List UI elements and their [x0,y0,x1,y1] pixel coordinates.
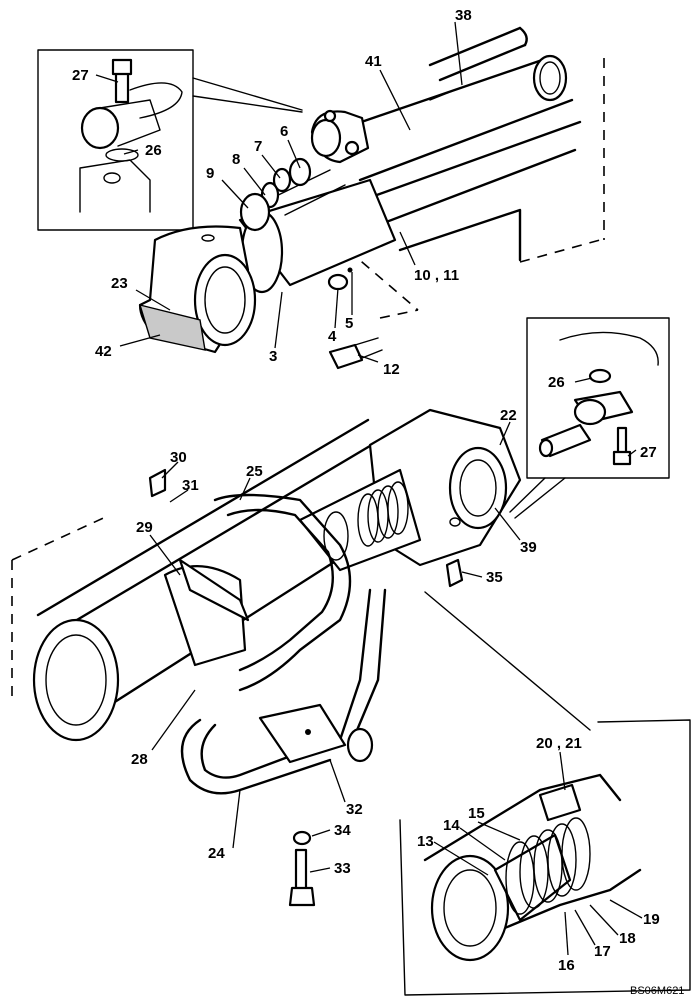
label-part-25: 25 [246,463,263,480]
label-part-27-right: 27 [640,444,657,461]
label-part-32: 32 [346,801,363,818]
label-part-26-top: 26 [145,142,162,159]
label-part-30: 30 [170,449,187,466]
label-part-16: 16 [558,957,575,974]
inset-box-clamp [37,49,194,231]
label-part-17: 17 [594,943,611,960]
label-part-28: 28 [131,751,148,768]
label-part-3: 3 [269,348,277,365]
drawing-reference-code: BS06M621 [630,985,684,997]
label-part-33: 33 [334,860,351,877]
label-part-34: 34 [334,822,351,839]
label-part-24: 24 [208,845,225,862]
label-part-18: 18 [619,930,636,947]
piston-detail-inset [399,719,691,996]
label-part-4: 4 [328,328,337,345]
main-cylinder-assembly [11,408,591,907]
label-part-29: 29 [136,519,153,536]
label-part-41: 41 [365,53,382,70]
label-part-20-21: 20 , 21 [536,735,582,752]
label-part-14: 14 [443,817,460,834]
label-part-42: 42 [95,343,112,360]
label-part-31: 31 [182,477,199,494]
label-part-12: 12 [383,361,400,378]
inset-box-right [526,317,670,479]
label-part-8: 8 [232,151,240,168]
right-inset-clamp [509,317,670,519]
label-part-23: 23 [111,275,128,292]
label-part-6: 6 [280,123,288,140]
label-part-7: 7 [254,138,262,155]
label-part-10-11: 10 , 11 [414,267,459,284]
label-part-22: 22 [500,407,517,424]
label-part-5: 5 [345,315,353,332]
label-part-26-right: 26 [548,374,565,391]
label-part-35: 35 [486,569,503,586]
label-part-38: 38 [455,7,472,24]
label-part-15: 15 [468,805,485,822]
label-part-27-top: 27 [72,67,89,84]
label-part-19: 19 [643,911,660,928]
part-labels: 38 41 27 26 6 7 8 9 23 42 3 4 5 10 , 11 … [72,7,660,974]
label-part-39: 39 [520,539,537,556]
label-part-13: 13 [417,833,434,850]
upper-rod-assembly [37,26,605,370]
label-part-9: 9 [206,165,214,182]
leader-lines [95,21,643,956]
